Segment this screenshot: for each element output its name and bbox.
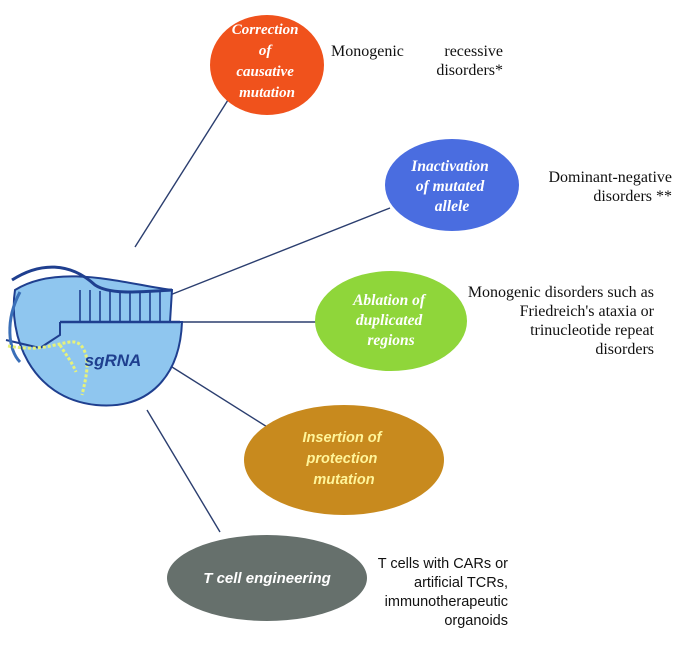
- description-line: artificial TCRs,: [414, 575, 508, 591]
- node-ablation: Ablation of duplicated regions: [315, 271, 467, 371]
- node-insertion-line: mutation: [313, 472, 374, 488]
- description-line: trinucleotide repeat: [530, 322, 654, 339]
- node-correction-line: Correction: [232, 22, 299, 38]
- node-inactivation-line: Inactivation: [410, 158, 489, 175]
- node-inactivation-ellipse: [385, 139, 519, 231]
- node-insertion: Insertion of protection mutation: [244, 405, 444, 515]
- description-correction: Monogenic recessive disorders*: [331, 42, 503, 80]
- node-insertion-line: Insertion of: [303, 430, 384, 446]
- hub-inner-line: [5, 322, 61, 350]
- description-line: Dominant-negative: [548, 169, 672, 186]
- description-tcell: T cells with CARs or artificial TCRs, im…: [358, 555, 508, 631]
- node-tcell-ellipse: [167, 535, 367, 621]
- node-insertion-label: Insertion of protection mutation: [303, 430, 386, 488]
- description-line: disorders **: [593, 188, 672, 205]
- connector-correction: [134, 99, 229, 248]
- node-ablation-line: duplicated: [356, 312, 423, 329]
- sgrna-hub: sgRNA: [5, 265, 184, 407]
- node-tcell-label: T cell engineering: [203, 570, 331, 587]
- node-correction-line: of: [259, 43, 274, 59]
- node-ablation-line: regions: [367, 332, 414, 349]
- node-correction-line: causative: [236, 64, 294, 80]
- node-inactivation-label: Inactivation of mutated allele: [410, 158, 492, 215]
- description-line: Friedreich's ataxia or: [519, 303, 654, 320]
- node-tcell: T cell engineering: [167, 535, 367, 621]
- connector-insertion: [171, 366, 273, 431]
- node-tcell-line: T cell engineering: [203, 570, 331, 587]
- hub-label: sgRNA: [85, 351, 142, 370]
- description-line: Monogenic disorders such as: [467, 284, 654, 301]
- node-inactivation: Inactivation of mutated allele: [385, 139, 519, 231]
- node-ablation-label: Ablation of duplicated regions: [352, 292, 429, 349]
- description-line: disorders: [595, 341, 654, 358]
- base-pairs: [79, 290, 161, 322]
- description-line: immunotherapeutic: [384, 594, 508, 610]
- hub-sphere: [12, 275, 184, 407]
- description-line: T cells with CARs or: [377, 556, 508, 572]
- node-inactivation-line: of mutated: [416, 178, 485, 195]
- hub-top-strand: [11, 265, 173, 294]
- connector-tcell: [146, 409, 221, 533]
- description-line: organoids: [444, 613, 508, 629]
- node-ablation-line: Ablation of: [352, 292, 427, 309]
- node-insertion-line: protection: [306, 451, 378, 467]
- description-line: Monogenic recessive: [331, 43, 503, 60]
- description-ablation: Monogenic disorders such as Friedreich's…: [422, 283, 654, 359]
- description-inactivation: Dominant-negative disorders **: [526, 168, 672, 206]
- description-line: disorders*: [436, 62, 503, 79]
- hub-outer-rim: [8, 291, 22, 364]
- node-correction-label: Correction of causative mutation: [232, 22, 302, 101]
- node-ablation-ellipse: [315, 271, 467, 371]
- node-correction: Correction of causative mutation: [210, 15, 324, 115]
- node-insertion-ellipse: [244, 405, 444, 515]
- rna-strand: [7, 340, 89, 396]
- connectors: [134, 99, 391, 533]
- connector-inactivation: [169, 207, 391, 296]
- node-inactivation-line: allele: [435, 198, 470, 215]
- node-correction-line: mutation: [239, 85, 295, 101]
- node-correction-ellipse: [210, 15, 324, 115]
